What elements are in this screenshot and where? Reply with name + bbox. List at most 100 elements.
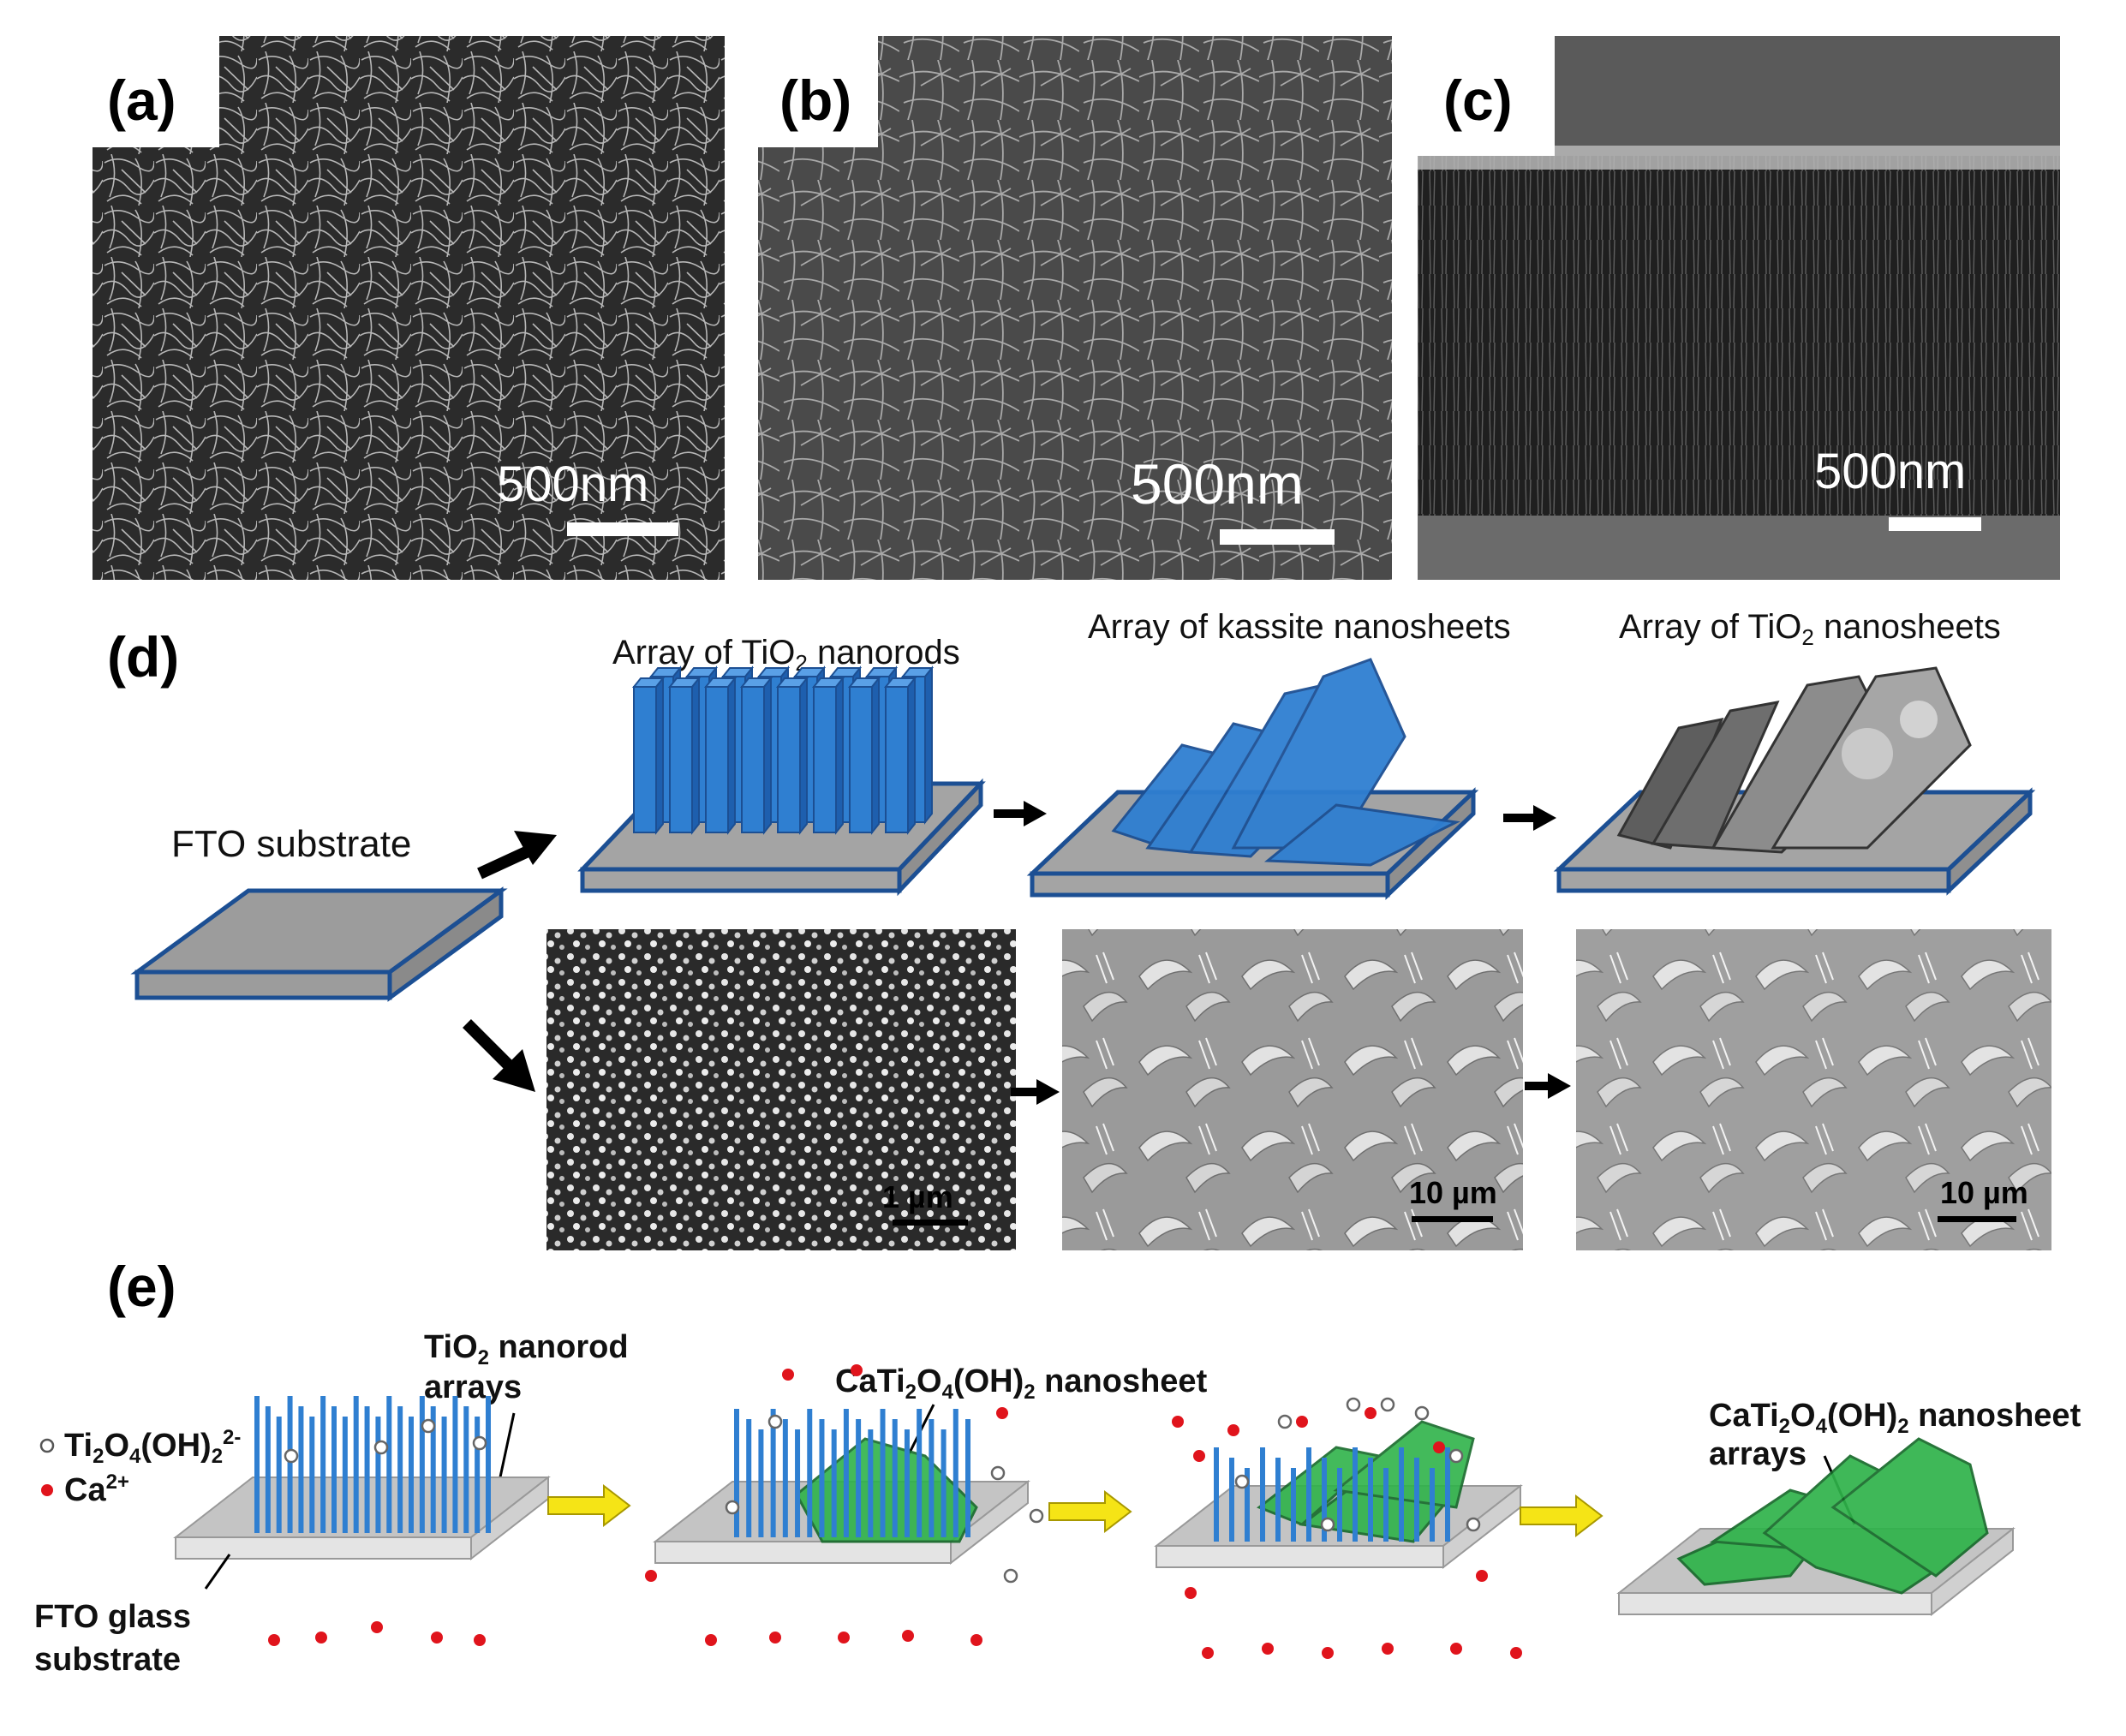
ca-ion (705, 1634, 717, 1646)
fto-substrate-plate (130, 886, 508, 1002)
ca-ion (769, 1632, 781, 1644)
nanorod-array (631, 665, 935, 835)
ti-ion (1320, 1517, 1335, 1532)
ti-ion (1003, 1568, 1018, 1584)
ti-ion (1466, 1517, 1481, 1532)
stage1-substrate (173, 1475, 551, 1561)
ca-ion (1296, 1416, 1308, 1428)
nanorod-side (924, 665, 933, 825)
label-box-b (758, 36, 878, 147)
arrow-sem-kassite-to-tio2 (1525, 1073, 1571, 1099)
label-box-a (93, 36, 219, 147)
ca-ion (474, 1634, 486, 1646)
ca-ion (902, 1630, 914, 1642)
nanorod (741, 686, 765, 833)
tio2-nanosheets (1616, 666, 1972, 854)
ca-ion (1382, 1643, 1394, 1655)
panel-c: (c) 500nm (1418, 36, 2060, 580)
nanorod-side (763, 676, 772, 835)
ca-ion (645, 1570, 657, 1582)
panel-label-b: (b) (779, 69, 851, 132)
ti-ion (990, 1465, 1006, 1481)
scale-label-d1: 1 µm (882, 1179, 953, 1214)
scale-bar-b (1220, 529, 1335, 545)
nanorods-title: Array of TiO2 nanorods (612, 634, 960, 676)
ti-ion (1029, 1508, 1044, 1524)
sem-nanorods (546, 929, 1016, 1250)
fto-substrate-label: FTO substrate (171, 823, 411, 865)
arrays-label-2: arrays (1709, 1436, 1807, 1472)
nanorod-side (835, 676, 844, 835)
arrow-e2 (1048, 1489, 1132, 1534)
panel-e: (e) Ti2O4(OH)22- Ca2+ TiO2 nanorod array… (34, 1255, 2081, 1678)
ti-ion (421, 1418, 436, 1434)
arrays-label-1: CaTi2O4(OH)2 nanosheet (1709, 1398, 2081, 1438)
ti-ion (284, 1448, 299, 1464)
nanorod (777, 686, 801, 833)
panel-label-a: (a) (107, 69, 176, 132)
arrow-rods-to-kassite (994, 801, 1047, 826)
scale-bar-d3 (1938, 1216, 2016, 1222)
ti-ion (1277, 1414, 1293, 1429)
ca-ion (315, 1632, 327, 1644)
arrow-e3 (1520, 1494, 1603, 1538)
scale-label-d3: 10 µm (1940, 1175, 2028, 1210)
nanorod-side (907, 676, 916, 835)
scale-bar-d2 (1412, 1216, 1493, 1222)
ion-particles (268, 1364, 1522, 1659)
ca-ion (1262, 1643, 1274, 1655)
sem-image-c-top (1555, 36, 2060, 156)
ti-ion (373, 1440, 389, 1455)
scale-bar-d1 (893, 1220, 968, 1226)
arrow-kassite-to-tio2 (1503, 805, 1556, 831)
ca-ion (1510, 1647, 1522, 1659)
ca-ion (782, 1369, 794, 1381)
kassite-title: Array of kassite nanosheets (1088, 608, 1511, 646)
fto-glass-label-1: FTO glass (34, 1599, 191, 1635)
ca-ion (1476, 1570, 1488, 1582)
ti-ion (1234, 1474, 1250, 1489)
nanorod (849, 686, 873, 833)
ti-ion (1380, 1397, 1395, 1412)
scale-bar-c (1889, 517, 1981, 531)
nanorod (813, 686, 837, 833)
stage4-nanosheet-arrays (1676, 1437, 1989, 1595)
nanorod (885, 686, 909, 833)
nanorod-side (799, 676, 808, 835)
nanorod-side (691, 676, 700, 835)
fto-pointer (204, 1554, 231, 1590)
ti-ion (1414, 1405, 1430, 1421)
panel-label-e: (e) (107, 1255, 176, 1318)
fto-glass-label-2: substrate (34, 1642, 181, 1678)
arrow-to-sem-rods (463, 1019, 535, 1092)
scale-bar-a (567, 522, 678, 536)
scale-label-a: 500nm (497, 456, 648, 512)
legend-ti-ion: Ti2O4(OH)22- (64, 1426, 241, 1468)
ca-ion (1433, 1441, 1445, 1453)
nanorod-side (727, 676, 736, 835)
scale-label-b: 500nm (1131, 452, 1304, 516)
kassite-nanosheets (1111, 658, 1460, 867)
ca-ion (1450, 1643, 1462, 1655)
ti-ion (767, 1414, 783, 1429)
ca-ion (838, 1632, 850, 1644)
panel-d: (d) FTO substrate Array of TiO2 nanorods (107, 608, 2051, 1250)
sem-kassite (1062, 929, 1523, 1250)
nanorod (669, 686, 693, 833)
nanorod (633, 686, 657, 833)
nanorod-side (871, 676, 880, 835)
panel-b: (b) 500nm (758, 36, 1392, 580)
legend-ti-ion-marker (39, 1438, 55, 1453)
ca-ion (1202, 1647, 1214, 1659)
ca-ion (1172, 1416, 1184, 1428)
panel-label-c: (c) (1443, 69, 1513, 132)
arrow-e1 (547, 1483, 631, 1528)
label-box-c (1418, 36, 1555, 156)
tio2-nanosheets-title: Array of TiO2 nanosheets (1619, 608, 2001, 650)
arrow-sem-rods-to-kassite (1011, 1079, 1060, 1105)
ca-ion (970, 1634, 982, 1646)
ca-ion (996, 1407, 1008, 1419)
ca-ion (1193, 1450, 1205, 1462)
sem-image-c-film (1418, 156, 2060, 516)
